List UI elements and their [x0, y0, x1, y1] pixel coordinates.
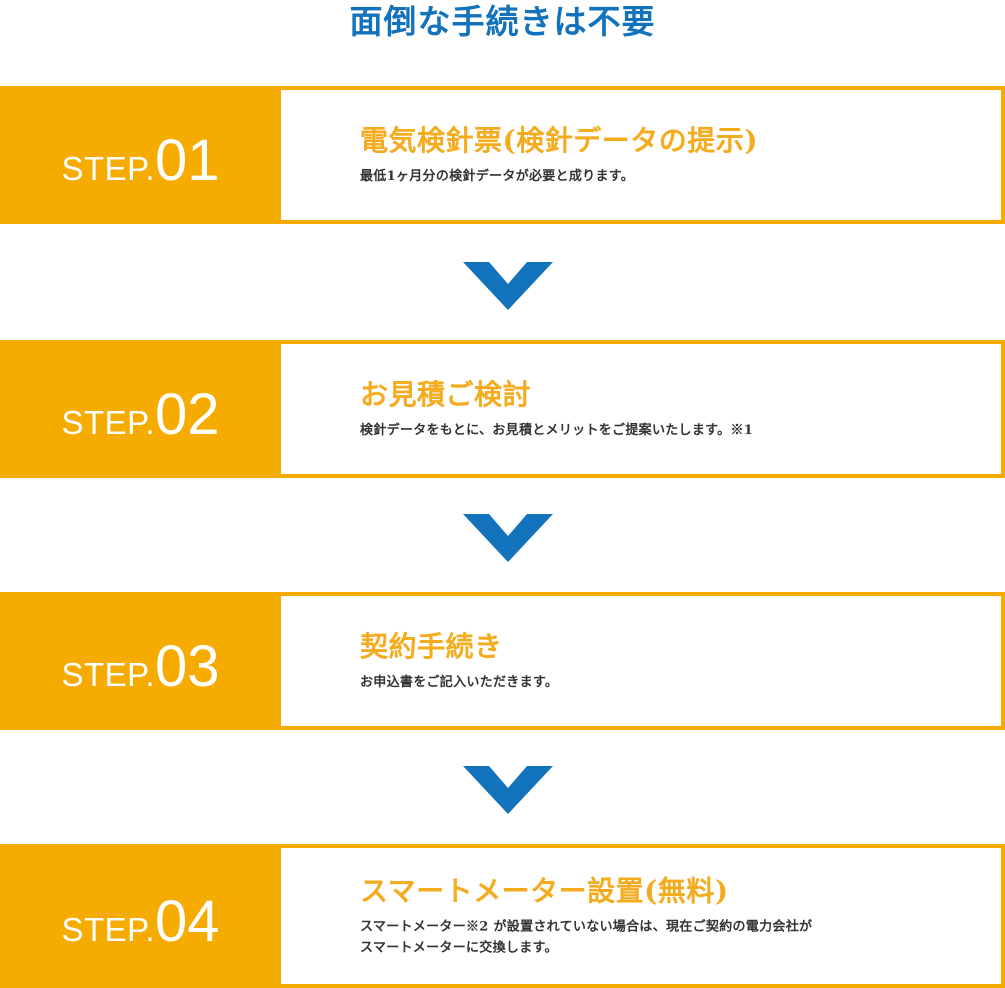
- step-subtext-line: スマートメーターに交換します。: [360, 940, 558, 956]
- step-badge-label-04: STEP. 04: [61, 893, 219, 951]
- step-subtext-01: 最低1ヶ月分の検針データが必要と成ります。: [360, 166, 981, 187]
- step-subtext-line: スマートメーター※2 が設置されていない場合は、現在ご契約の電力会社が: [360, 919, 813, 935]
- step-content-04: スマートメーター設置(無料) スマートメーター※2 が設置されていない場合は、現…: [360, 874, 981, 959]
- step-heading-03: 契約手続き: [360, 630, 503, 663]
- step-subtext-02: 検針データをもとに、お見積とメリットをご提案いたします。※1: [360, 420, 981, 441]
- step-word-01: STEP.: [61, 150, 156, 187]
- step-content-03: 契約手続き お申込書をご記入いただきます。: [360, 629, 981, 693]
- step-panel-01: 電気検針票(検針データの提示) 最低1ヶ月分の検針データが必要と成ります。: [281, 86, 1005, 224]
- step-badge-02: STEP. 02: [0, 340, 281, 478]
- step-subtext-line: 検針データをもとに、お見積とメリットをご提案いたします。※1: [360, 423, 754, 438]
- step-number-04: 04: [155, 889, 220, 954]
- step-panel-02: お見積ご検討 検針データをもとに、お見積とメリットをご提案いたします。※1: [281, 340, 1005, 478]
- step-number-03: 03: [155, 634, 220, 699]
- step-subtext-line: 最低1ヶ月分の検針データが必要と成ります。: [360, 169, 635, 184]
- step-number-02: 02: [155, 382, 220, 447]
- step-badge-label-03: STEP. 03: [61, 638, 219, 696]
- step-row-03: STEP. 03 契約手続き お申込書をご記入いただきます。: [0, 592, 1005, 730]
- step-word-03: STEP.: [61, 656, 156, 693]
- step-subtext-04: スマートメーター※2 が設置されていない場合は、現在ご契約の電力会社が スマート…: [360, 917, 981, 959]
- step-panel-03: 契約手続き お申込書をご記入いただきます。: [281, 592, 1005, 730]
- step-content-02: お見積ご検討 検針データをもとに、お見積とメリットをご提案いたします。※1: [360, 377, 981, 441]
- step-word-02: STEP.: [61, 404, 156, 441]
- page-title: 面倒な手続きは不要: [349, 2, 656, 41]
- arrow-step1-to-step2: [463, 262, 553, 310]
- step-row-04: STEP. 04 スマートメーター設置(無料) スマートメーター※2 が設置され…: [0, 844, 1005, 988]
- step-heading-02: お見積ご検討: [360, 378, 532, 411]
- step-row-02: STEP. 02 お見積ご検討 検針データをもとに、お見積とメリットをご提案いた…: [0, 340, 1005, 478]
- step-subtext-line: お申込書をご記入いただきます。: [360, 675, 559, 690]
- step-badge-03: STEP. 03: [0, 592, 281, 730]
- step-panel-04: スマートメーター設置(無料) スマートメーター※2 が設置されていない場合は、現…: [281, 844, 1005, 988]
- step-heading-01: 電気検針票(検針データの提示): [360, 124, 758, 157]
- step-subtext-03: お申込書をご記入いただきます。: [360, 672, 981, 693]
- step-number-01: 01: [155, 128, 220, 193]
- step-badge-04: STEP. 04: [0, 844, 281, 988]
- step-heading-04: スマートメーター設置(無料): [360, 874, 729, 908]
- step-badge-label-02: STEP. 02: [61, 386, 219, 444]
- step-badge-label-01: STEP. 01: [61, 132, 219, 190]
- arrow-step3-to-step4: [463, 766, 553, 814]
- step-word-04: STEP.: [61, 911, 156, 948]
- arrow-step2-to-step3: [463, 514, 553, 562]
- step-content-01: 電気検針票(検針データの提示) 最低1ヶ月分の検針データが必要と成ります。: [360, 123, 981, 187]
- step-badge-01: STEP. 01: [0, 86, 281, 224]
- step-row-01: STEP. 01 電気検針票(検針データの提示) 最低1ヶ月分の検針データが必要…: [0, 86, 1005, 224]
